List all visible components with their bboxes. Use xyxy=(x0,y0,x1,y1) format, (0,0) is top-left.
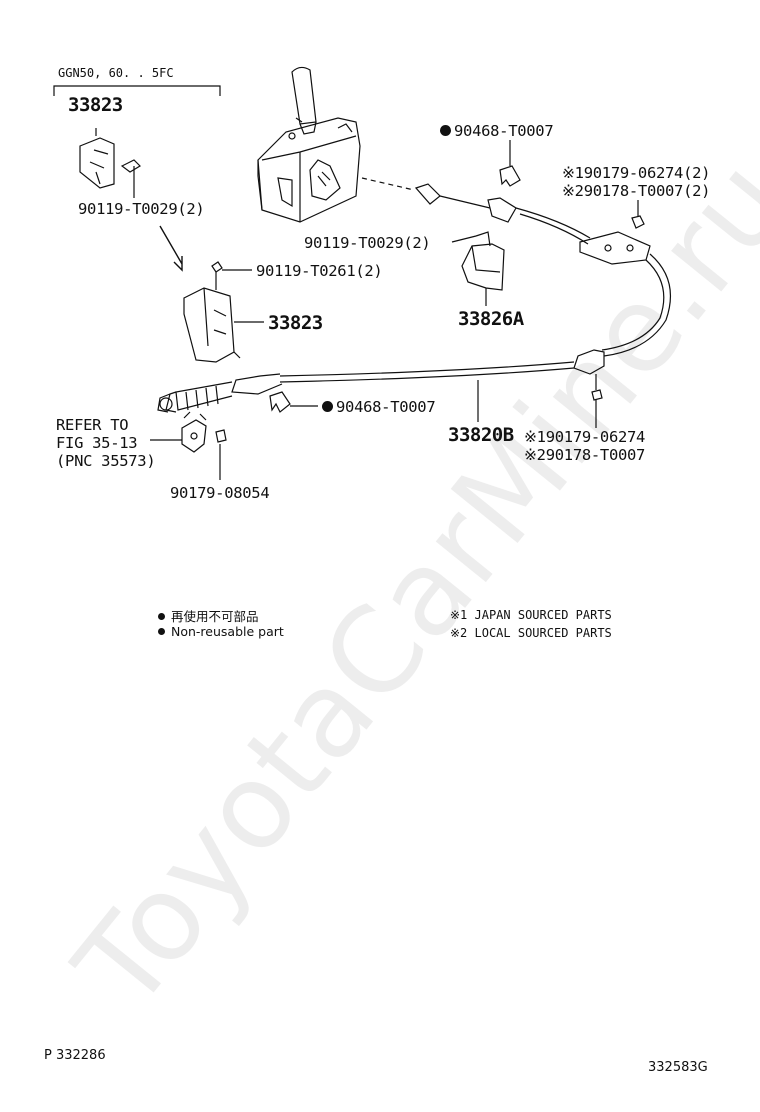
callout-bolt-top: 90119-T0029(2) xyxy=(78,200,205,218)
bullet-icon xyxy=(158,628,165,635)
bracket-bottom xyxy=(181,419,207,453)
bullet-icon xyxy=(158,613,165,620)
callout-bolt-mid: 90119-T0261(2) xyxy=(256,262,383,280)
non-reusable-bullet-icon xyxy=(322,401,333,412)
callout-nut-bottom: 90179-08054 xyxy=(170,484,270,502)
model-note: GGN50, 60. . 5FC xyxy=(58,66,174,80)
leader-bolt-center xyxy=(451,235,477,243)
callout-nut-lower-1: ※190179-06274 xyxy=(524,428,646,446)
footer-page-code: P 332286 xyxy=(44,1048,106,1063)
refer-line-1: REFER TO xyxy=(56,416,129,434)
callout-clip-top: 90468-T0007 xyxy=(440,122,554,140)
clip-bottom xyxy=(269,391,291,413)
nut-lower xyxy=(591,389,603,401)
nut-right-top xyxy=(631,215,645,229)
callout-nut-right-2: ※290178-T0007(2) xyxy=(562,182,711,200)
bracket-center-33826A xyxy=(461,231,505,291)
bracket-mid-33823 xyxy=(183,261,241,363)
note-japan: ※1 JAPAN SOURCED PARTS xyxy=(450,608,612,622)
note-local: ※2 LOCAL SOURCED PARTS xyxy=(450,626,612,640)
clip-top xyxy=(499,165,521,187)
callout-bracket-center: 33826A xyxy=(458,308,524,330)
callout-nut-right-1: ※190179-06274(2) xyxy=(562,164,711,182)
callout-bracket-mid: 33823 xyxy=(268,312,323,334)
non-reusable-bullet-icon xyxy=(440,125,451,136)
nut-bottom xyxy=(215,429,227,443)
callout-clip-bottom: 90468-T0007 xyxy=(322,398,436,416)
shift-lever-assembly xyxy=(257,66,361,223)
bracket-top-33823 xyxy=(79,128,141,189)
model-bracket xyxy=(53,85,221,96)
callout-nut-lower-2: ※290178-T0007 xyxy=(524,446,646,464)
legend-jp: 再使用不可部品 xyxy=(158,606,259,625)
footer-figure-code: 332583G xyxy=(648,1060,708,1075)
legend-en: Non-reusable part xyxy=(158,624,284,639)
callout-cable: 33820B xyxy=(448,424,514,446)
leader-dashed xyxy=(361,177,415,191)
callout-bracket-top: 33823 xyxy=(68,94,123,116)
shift-cable xyxy=(157,183,672,413)
assembly-arrow xyxy=(159,225,183,272)
callout-bolt-center: 90119-T0029(2) xyxy=(304,234,431,252)
refer-line-2: FIG 35-13 xyxy=(56,434,138,452)
refer-line-3: (PNC 35573) xyxy=(56,452,156,470)
